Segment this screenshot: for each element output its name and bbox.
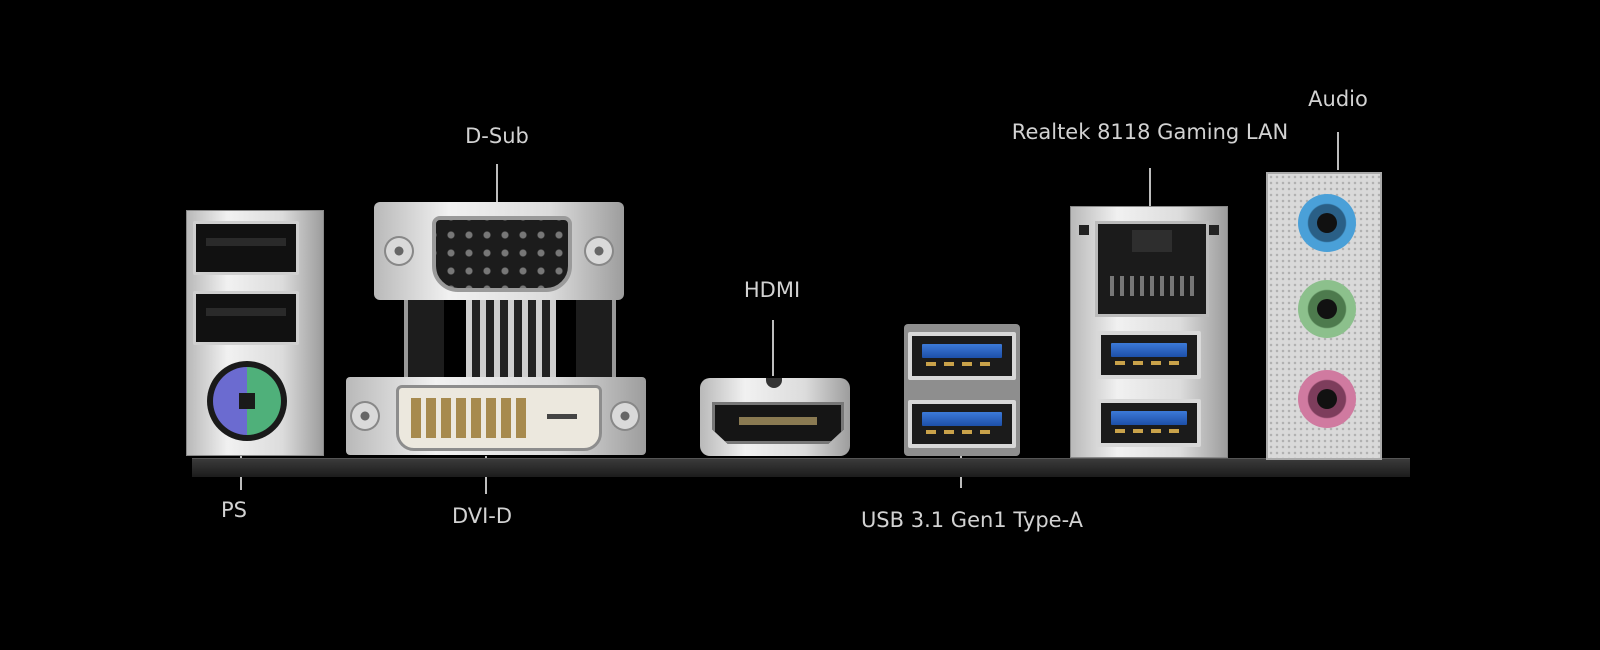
usb3-port-1[interactable] bbox=[908, 332, 1016, 380]
dsub-bracket bbox=[374, 202, 624, 300]
lan-led-left bbox=[1079, 225, 1089, 235]
usb2-port-top[interactable] bbox=[193, 221, 299, 275]
dvid-label: DVI-D bbox=[451, 504, 513, 528]
lan-usb-stack bbox=[1070, 206, 1228, 458]
dsub-label: D-Sub bbox=[465, 124, 529, 148]
audio-line-in-jack[interactable] bbox=[1298, 194, 1356, 252]
ps2-port[interactable] bbox=[207, 361, 287, 441]
ps-label: PS bbox=[221, 498, 247, 522]
audio-mic-jack[interactable] bbox=[1298, 370, 1356, 428]
lan-led-right bbox=[1209, 225, 1219, 235]
ps2-usb-stack bbox=[186, 210, 324, 456]
hdmi-port[interactable] bbox=[712, 402, 844, 444]
dvid-screw-left bbox=[350, 401, 380, 431]
usb3-port-2[interactable] bbox=[908, 400, 1016, 448]
usb3-port-4[interactable] bbox=[1097, 399, 1201, 447]
usb3-stack-left bbox=[904, 324, 1020, 456]
dvid-bracket bbox=[346, 377, 646, 455]
dsub-screw-left bbox=[384, 236, 414, 266]
dvid-port[interactable] bbox=[396, 385, 602, 451]
motherboard-edge bbox=[192, 458, 1410, 477]
dsub-pins bbox=[466, 300, 556, 380]
lan-label: Realtek 8118 Gaming LAN bbox=[1011, 120, 1289, 144]
dsub-screw-right bbox=[584, 236, 614, 266]
hdmi-bracket bbox=[700, 378, 850, 456]
audio-label: Audio bbox=[1308, 87, 1368, 111]
usb3-port-3[interactable] bbox=[1097, 331, 1201, 379]
hdmi-leader-line bbox=[772, 320, 774, 376]
audio-line-out-jack[interactable] bbox=[1298, 280, 1356, 338]
audio-leader-line bbox=[1337, 132, 1339, 170]
lan-port[interactable] bbox=[1095, 221, 1209, 317]
dsub-leader-line bbox=[496, 164, 498, 202]
hdmi-label: HDMI bbox=[743, 278, 801, 302]
dvid-screw-right bbox=[610, 401, 640, 431]
lan-leader-line bbox=[1149, 168, 1151, 210]
audio-panel bbox=[1266, 172, 1382, 460]
dsub-port[interactable] bbox=[432, 216, 572, 292]
usb2-port-bottom[interactable] bbox=[193, 291, 299, 345]
usb-label: USB 3.1 Gen1 Type-A bbox=[860, 508, 1084, 532]
